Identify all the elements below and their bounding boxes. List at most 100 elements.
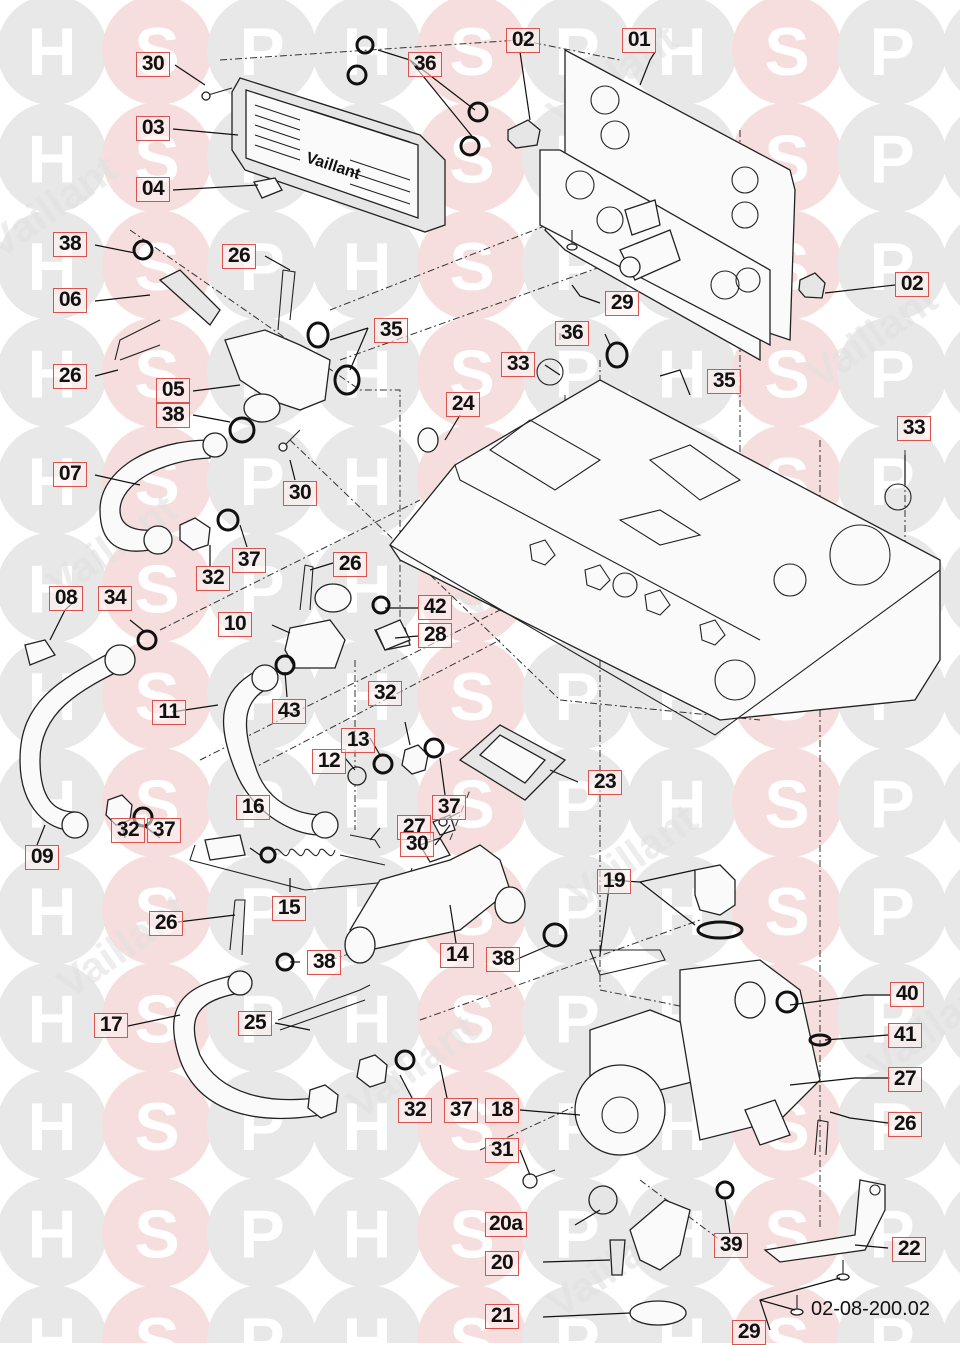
watermark-circle-h: H bbox=[312, 962, 422, 1073]
callout-18[interactable]: 18 bbox=[485, 1098, 519, 1123]
callout-02[interactable]: 02 bbox=[506, 28, 540, 53]
callout-12[interactable]: 12 bbox=[312, 749, 346, 774]
svg-text:P: P bbox=[239, 1197, 284, 1273]
callout-36[interactable]: 36 bbox=[408, 52, 442, 77]
callout-26[interactable]: 26 bbox=[333, 552, 367, 577]
svg-text:S: S bbox=[449, 982, 494, 1058]
callout-38[interactable]: 38 bbox=[307, 950, 341, 975]
svg-text:P: P bbox=[869, 1304, 914, 1343]
svg-text:P: P bbox=[869, 767, 914, 843]
callout-21[interactable]: 21 bbox=[485, 1304, 519, 1329]
part-04-clip bbox=[253, 177, 283, 199]
callout-20a[interactable]: 20a bbox=[485, 1212, 527, 1237]
callout-26[interactable]: 26 bbox=[149, 911, 183, 936]
svg-text:H: H bbox=[27, 1089, 76, 1165]
callout-08[interactable]: 08 bbox=[49, 586, 83, 611]
part-chassis bbox=[389, 358, 941, 736]
callout-28[interactable]: 28 bbox=[418, 623, 452, 648]
callout-27[interactable]: 27 bbox=[888, 1067, 922, 1092]
callout-32[interactable]: 32 bbox=[196, 566, 230, 591]
callout-09[interactable]: 09 bbox=[25, 845, 59, 870]
callout-37[interactable]: 37 bbox=[147, 818, 181, 843]
callout-40[interactable]: 40 bbox=[890, 982, 924, 1007]
callout-33[interactable]: 33 bbox=[897, 416, 931, 441]
callout-33[interactable]: 33 bbox=[501, 352, 535, 377]
callout-35[interactable]: 35 bbox=[374, 318, 408, 343]
watermark-circle-h: H bbox=[0, 855, 107, 965]
watermark-circle-h: H bbox=[312, 1177, 422, 1288]
callout-32[interactable]: 32 bbox=[368, 681, 402, 706]
watermark-circle-p: P bbox=[207, 0, 317, 105]
callout-22[interactable]: 22 bbox=[892, 1237, 926, 1262]
watermark-circle-h: H bbox=[0, 102, 107, 213]
callout-30[interactable]: 30 bbox=[283, 481, 317, 506]
svg-text:S: S bbox=[764, 874, 809, 950]
callout-32[interactable]: 32 bbox=[111, 818, 145, 843]
watermark-circle-p: P bbox=[207, 425, 317, 535]
callout-07[interactable]: 07 bbox=[53, 462, 87, 487]
watermark-circle-h: H bbox=[942, 439, 960, 521]
callout-43[interactable]: 43 bbox=[272, 699, 306, 724]
callout-05[interactable]: 05 bbox=[156, 378, 190, 403]
watermark-circle-s: S bbox=[102, 855, 212, 965]
callout-35[interactable]: 35 bbox=[707, 369, 741, 394]
callout-16[interactable]: 16 bbox=[236, 795, 270, 820]
callout-23[interactable]: 23 bbox=[588, 770, 622, 795]
callout-29[interactable]: 29 bbox=[732, 1320, 766, 1345]
callout-15[interactable]: 15 bbox=[272, 896, 306, 921]
callout-02[interactable]: 02 bbox=[895, 272, 929, 297]
watermark-circle-h: H bbox=[312, 317, 422, 428]
callout-37[interactable]: 37 bbox=[444, 1098, 478, 1123]
callout-14[interactable]: 14 bbox=[440, 943, 474, 968]
svg-text:H: H bbox=[27, 122, 76, 198]
callout-37[interactable]: 37 bbox=[432, 795, 466, 820]
watermark-circle-h: H bbox=[942, 331, 960, 414]
callout-38[interactable]: 38 bbox=[486, 947, 520, 972]
callout-38[interactable]: 38 bbox=[156, 403, 190, 428]
drawing-reference-number: 02-08-200.02 bbox=[811, 1298, 930, 1320]
svg-text:S: S bbox=[449, 659, 494, 735]
callout-19[interactable]: 19 bbox=[597, 869, 631, 894]
callout-10[interactable]: 10 bbox=[218, 612, 252, 637]
watermark-circle-h: H bbox=[312, 425, 422, 535]
callout-26[interactable]: 26 bbox=[222, 244, 256, 269]
callout-11[interactable]: 11 bbox=[152, 700, 186, 725]
callout-29[interactable]: 29 bbox=[605, 291, 639, 316]
callout-39[interactable]: 39 bbox=[714, 1233, 748, 1258]
callout-38[interactable]: 38 bbox=[53, 232, 87, 257]
callout-20[interactable]: 20 bbox=[485, 1251, 519, 1276]
callout-26[interactable]: 26 bbox=[53, 364, 87, 389]
part-05-flow-housing bbox=[224, 321, 361, 444]
watermark-circle-p: P bbox=[837, 1285, 947, 1343]
callout-01[interactable]: 01 bbox=[622, 28, 656, 53]
callout-30[interactable]: 30 bbox=[400, 832, 434, 857]
callout-31[interactable]: 31 bbox=[485, 1138, 519, 1163]
watermark-circle-h: H bbox=[942, 976, 960, 1059]
callout-36[interactable]: 36 bbox=[555, 321, 589, 346]
watermark-circle-s: S bbox=[417, 0, 527, 105]
callout-26[interactable]: 26 bbox=[888, 1112, 922, 1137]
callout-04[interactable]: 04 bbox=[136, 177, 170, 202]
callout-06[interactable]: 06 bbox=[53, 288, 87, 313]
watermark-circle-h: H bbox=[312, 210, 422, 320]
callout-34[interactable]: 34 bbox=[98, 586, 132, 611]
part-03-heat-exchanger: Vaillant bbox=[231, 77, 446, 233]
callout-32[interactable]: 32 bbox=[398, 1098, 432, 1123]
callout-42[interactable]: 42 bbox=[418, 595, 452, 620]
callout-30[interactable]: 30 bbox=[136, 52, 170, 77]
part-19-air-vent bbox=[589, 864, 744, 976]
watermark-circle-p: P bbox=[207, 1285, 317, 1343]
callout-13[interactable]: 13 bbox=[341, 728, 375, 753]
watermark-circle-s: S bbox=[417, 640, 527, 750]
svg-text:S: S bbox=[449, 229, 494, 305]
callout-25[interactable]: 25 bbox=[238, 1011, 272, 1036]
callout-37[interactable]: 37 bbox=[232, 548, 266, 573]
callout-17[interactable]: 17 bbox=[94, 1013, 128, 1038]
callout-24[interactable]: 24 bbox=[446, 392, 480, 417]
svg-text:P: P bbox=[239, 1304, 284, 1343]
svg-text:P: P bbox=[869, 337, 914, 413]
svg-text:H: H bbox=[342, 337, 391, 413]
callout-03[interactable]: 03 bbox=[136, 116, 170, 141]
callout-41[interactable]: 41 bbox=[888, 1023, 922, 1048]
